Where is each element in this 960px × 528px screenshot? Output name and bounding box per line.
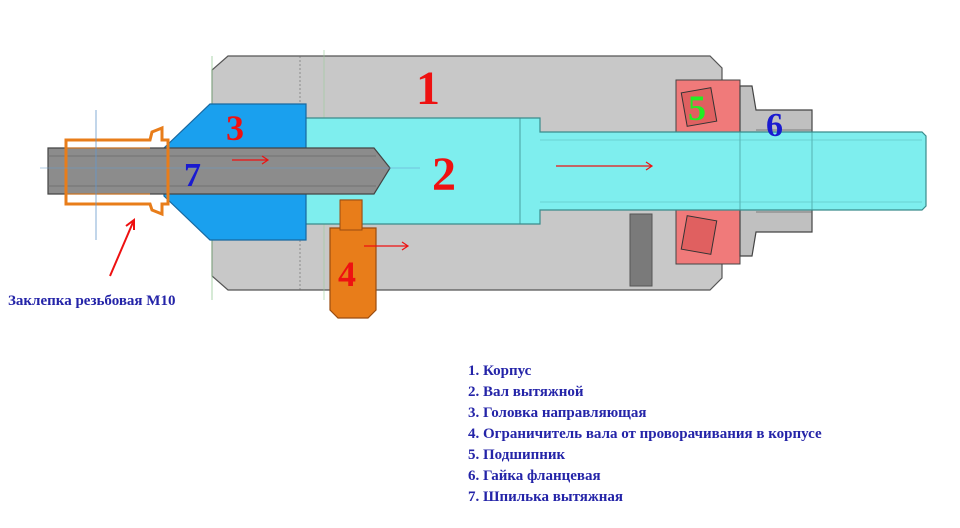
label-part-5: 5 bbox=[688, 88, 706, 128]
label-part-3: 3 bbox=[226, 108, 244, 148]
pulling-shaft bbox=[299, 117, 927, 225]
arrow-stopper bbox=[364, 241, 410, 251]
legend-item: 6. Гайка фланцевая bbox=[468, 468, 601, 484]
label-part-1: 1 bbox=[416, 62, 440, 115]
pulling-stud bbox=[47, 147, 391, 195]
label-part-7: 7 bbox=[184, 157, 201, 194]
threaded-rivet bbox=[40, 110, 420, 240]
legend-item: 2. Вал вытяжной bbox=[468, 384, 584, 400]
bearing bbox=[675, 79, 741, 265]
shaft-stopper bbox=[329, 199, 377, 319]
label-part-4: 4 bbox=[338, 254, 356, 294]
label-part-6: 6 bbox=[766, 107, 783, 144]
arrow-shaft bbox=[556, 161, 654, 171]
rivet-caption: Заклепка резьбовая М10 bbox=[8, 293, 175, 309]
legend: 1. Корпус 2. Вал вытяжной 3. Головка нап… bbox=[468, 363, 822, 505]
legend-item: 5. Подшипник bbox=[468, 447, 566, 463]
arrow-stud bbox=[232, 155, 270, 165]
motion-arrows bbox=[109, 155, 654, 277]
legend-item: 4. Ограничитель вала от проворачивания в… bbox=[468, 426, 822, 442]
legend-item: 3. Головка направляющая bbox=[468, 405, 646, 421]
label-part-2: 2 bbox=[432, 148, 456, 201]
arrow-caption bbox=[109, 218, 135, 277]
legend-item: 7. Шпилька вытяжная bbox=[468, 489, 623, 505]
legend-item: 1. Корпус bbox=[468, 363, 532, 379]
